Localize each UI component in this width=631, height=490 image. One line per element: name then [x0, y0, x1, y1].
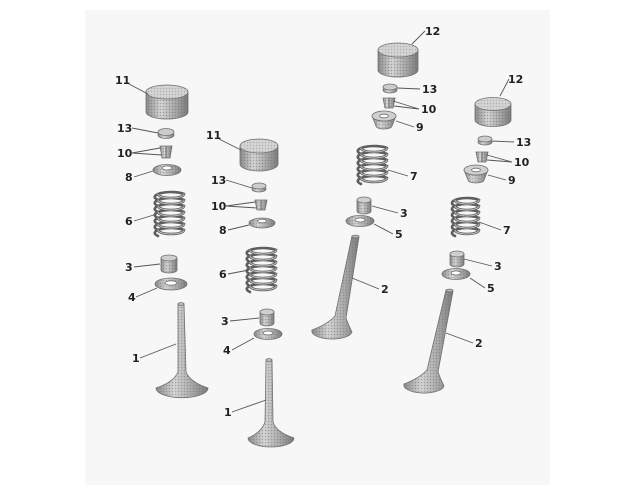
valve-stem-seal — [449, 250, 465, 268]
intake-valve — [247, 358, 295, 448]
callout-8: 8 — [219, 224, 227, 237]
valve-shim — [382, 83, 398, 94]
callout-2: 2 — [381, 283, 389, 296]
spring-seat-washer — [253, 328, 283, 340]
callout-1: 1 — [224, 406, 232, 419]
spring-retainer — [371, 110, 397, 130]
leader-lines — [128, 30, 515, 413]
bucket-tappet — [474, 97, 512, 127]
callout-3: 3 — [125, 261, 133, 274]
callout-9: 9 — [508, 174, 516, 187]
callout-3: 3 — [400, 207, 408, 220]
bucket-tappet — [377, 42, 419, 78]
intake-valve — [155, 302, 209, 399]
valve-cotters — [159, 145, 173, 159]
valve-shim — [251, 182, 267, 193]
spring-seat-washer — [441, 268, 471, 280]
callout-6: 6 — [125, 215, 133, 228]
callout-10: 10 — [514, 156, 530, 169]
callout-8: 8 — [125, 171, 133, 184]
callout-10: 10 — [211, 200, 227, 213]
callout-1: 1 — [132, 352, 140, 365]
callout-3: 3 — [221, 315, 229, 328]
spring-retainer — [248, 217, 276, 229]
valve-assembly-a — [145, 84, 209, 399]
valve-cotters — [382, 97, 396, 109]
exhaust-valve — [403, 288, 454, 394]
callout-11: 11 — [115, 74, 130, 87]
spring-seat-washer — [154, 277, 188, 291]
callout-3: 3 — [494, 260, 502, 273]
valve-spring — [153, 190, 186, 238]
callout-11: 11 — [206, 129, 221, 142]
spring-retainer — [463, 164, 489, 184]
valve-stem-seal — [160, 254, 178, 274]
callout-5: 5 — [395, 228, 403, 241]
valve-assembly-d — [403, 97, 512, 394]
callout-4: 4 — [128, 291, 136, 304]
exhaust-valve — [311, 234, 360, 340]
callout-7: 7 — [410, 170, 418, 183]
valve-spring — [356, 144, 389, 186]
valve-assembly-b — [239, 138, 295, 448]
bucket-tappet — [145, 84, 189, 120]
callout-12: 12 — [425, 25, 440, 38]
callout-13: 13 — [211, 174, 226, 187]
callout-12: 12 — [508, 73, 523, 86]
valve-shim — [477, 135, 493, 146]
callout-13: 13 — [516, 136, 531, 149]
valve-spring — [450, 196, 481, 238]
valve-shim — [157, 128, 175, 139]
callout-6: 6 — [219, 268, 227, 281]
callout-13: 13 — [117, 122, 132, 135]
callout-9: 9 — [416, 121, 424, 134]
valve-stem-seal — [356, 196, 372, 215]
bucket-tappet — [239, 138, 279, 172]
valve-stem-seal — [259, 308, 275, 327]
callout-4: 4 — [223, 344, 231, 357]
callout-13: 13 — [422, 83, 437, 96]
valve-cotters — [475, 151, 489, 163]
callout-10: 10 — [117, 147, 133, 160]
valve-cotters — [254, 199, 268, 211]
spring-seat-washer — [345, 215, 375, 227]
callout-2: 2 — [475, 337, 483, 350]
valve-spring — [245, 246, 278, 294]
callout-7: 7 — [503, 224, 511, 237]
callout-5: 5 — [487, 282, 495, 295]
valve-assembly-c — [311, 42, 419, 340]
callout-10: 10 — [421, 103, 437, 116]
callout-labels: 11 13 10 8 6 3 4 1 11 13 10 8 6 3 4 1 12… — [115, 25, 531, 419]
spring-retainer — [152, 164, 182, 176]
